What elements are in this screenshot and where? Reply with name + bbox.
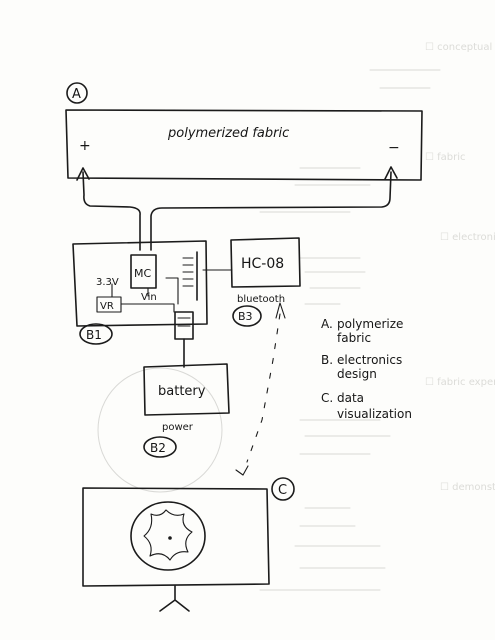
- header-pins: [182, 257, 194, 287]
- section-b1: MC 3.3V VR Vin B1: [72, 240, 233, 345]
- vr-label: VR: [100, 301, 114, 312]
- section-a: A polymerized fabric + −: [65, 82, 423, 181]
- bleed-through-notes: ☐ conceptual design ☐ fabric ☐ electroni…: [97, 42, 495, 591]
- vin-trace: [120, 303, 175, 313]
- wire-to-minus: [150, 171, 392, 251]
- legend-a-line-2: fabric: [337, 331, 371, 345]
- section-b1-label: B1: [86, 328, 102, 342]
- fabric-wires: [76, 166, 398, 251]
- section-b2-label: B2: [150, 441, 166, 455]
- power-jack-detail: [177, 317, 191, 327]
- battery-label: battery: [158, 384, 206, 399]
- legend-b-letter: B.: [321, 353, 333, 367]
- legend-c-line-1: data: [337, 391, 364, 405]
- ghost-note-1: ☐ conceptual design: [425, 42, 495, 53]
- section-b3-label: B3: [238, 310, 253, 323]
- fabric-label: polymerized fabric: [167, 126, 289, 141]
- power-label: power: [162, 422, 194, 433]
- section-c-label: C: [278, 483, 287, 498]
- section-a-label: A: [72, 87, 81, 102]
- section-c-circle: [271, 477, 295, 501]
- ghost-note-5: ☐ demonstration: [440, 482, 495, 493]
- visualization-outer: [130, 501, 206, 571]
- vin-label: Vin: [141, 292, 157, 303]
- visualization-blob: [143, 509, 193, 561]
- section-c: C: [82, 477, 295, 612]
- bluetooth-arrow: [275, 302, 286, 319]
- battery-box: [143, 363, 230, 416]
- section-b2: battery power B2: [143, 338, 230, 458]
- section-b3-circle: [232, 305, 262, 327]
- display-screen: [82, 487, 270, 587]
- legend-b-line-2: design: [337, 367, 377, 381]
- legend-a-line-1: polymerize: [337, 317, 403, 331]
- board-traces: [111, 277, 179, 305]
- bluetooth-label: bluetooth: [237, 294, 285, 305]
- mc-chip: [130, 254, 157, 289]
- fabric-plus-terminal: +: [79, 138, 91, 154]
- section-a-circle: [66, 82, 88, 104]
- legend-c-letter: C.: [321, 391, 333, 405]
- legend-a-letter: A.: [321, 317, 333, 331]
- mc-label: MC: [134, 267, 151, 280]
- ghost-note-2: ☐ fabric: [425, 152, 466, 163]
- legend-b-line-1: electronics: [337, 353, 402, 367]
- hc08-module: [230, 237, 301, 288]
- hc08-label: HC-08: [241, 256, 284, 272]
- visualization-center-dot: [168, 536, 172, 540]
- board-outline: [72, 240, 208, 327]
- legend-c-line-2: visualization: [337, 407, 412, 421]
- section-b1-circle: [79, 323, 113, 345]
- ghost-note-3: ☐ electronics design: [440, 232, 495, 243]
- ghost-note-4: ☐ fabric experiments: [425, 377, 495, 388]
- fabric-minus-terminal: −: [388, 140, 400, 156]
- fabric-strip: [65, 109, 423, 181]
- display-stand: [159, 585, 190, 612]
- legend: A. polymerize fabric B. electronics desi…: [321, 317, 412, 421]
- section-b2-circle: [143, 436, 177, 458]
- wireless-link: [246, 313, 281, 463]
- arrow-minus: [384, 166, 398, 180]
- wire-to-plus: [82, 171, 141, 251]
- section-b3: HC-08 bluetooth B3: [230, 237, 301, 327]
- voltage-label: 3.3V: [96, 277, 119, 288]
- wireless-arrow: [235, 465, 249, 476]
- arrow-plus: [76, 167, 90, 181]
